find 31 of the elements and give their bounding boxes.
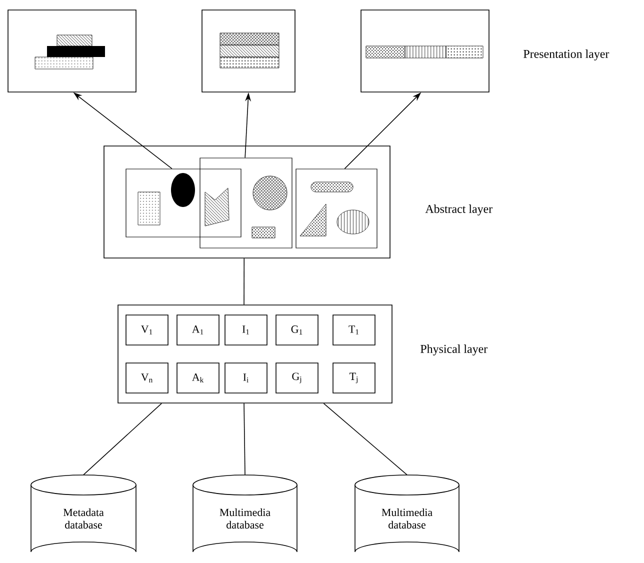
cell-box: G$_{j}$ [276, 362, 318, 394]
picture-box [202, 10, 296, 92]
connector-line [323, 403, 408, 476]
cell-box: I$_{1}$ [224, 314, 268, 346]
picture-box [126, 168, 242, 238]
node-label: Multimedia database [382, 508, 432, 529]
cell-box: V$_{n}$ [126, 362, 168, 394]
node-label: Multimedia database [220, 508, 270, 529]
node-label: Metadata database [63, 508, 104, 529]
connector-line [244, 403, 246, 476]
cell-box: T$_{j}$ [332, 362, 376, 394]
picture-box [360, 10, 490, 92]
cell-box: V$_{1}$ [126, 314, 168, 346]
layer-label: Abstract layer [425, 204, 492, 216]
connector-line [83, 403, 162, 476]
connector-line [244, 258, 245, 305]
cell-box: I$_{i}$ [224, 362, 268, 394]
picture-box [8, 10, 136, 92]
database-cylinder: Multimedia database [354, 474, 460, 552]
layer-label: Presentation layer [524, 50, 610, 60]
database-cylinder: Metadata database [30, 474, 136, 552]
panel-box [118, 304, 392, 404]
picture-box [200, 158, 292, 248]
picture-box [296, 168, 378, 248]
cell-box: A$_{k}$ [176, 362, 220, 394]
cell-box: G$_{1}$ [276, 314, 318, 346]
cell-box: A$_{1}$ [176, 314, 220, 346]
panel-box [104, 146, 390, 258]
layer-label: Physical layer [420, 344, 488, 356]
cell-box: T$_{1}$ [332, 314, 376, 346]
database-cylinder: Multimedia database [192, 474, 298, 552]
